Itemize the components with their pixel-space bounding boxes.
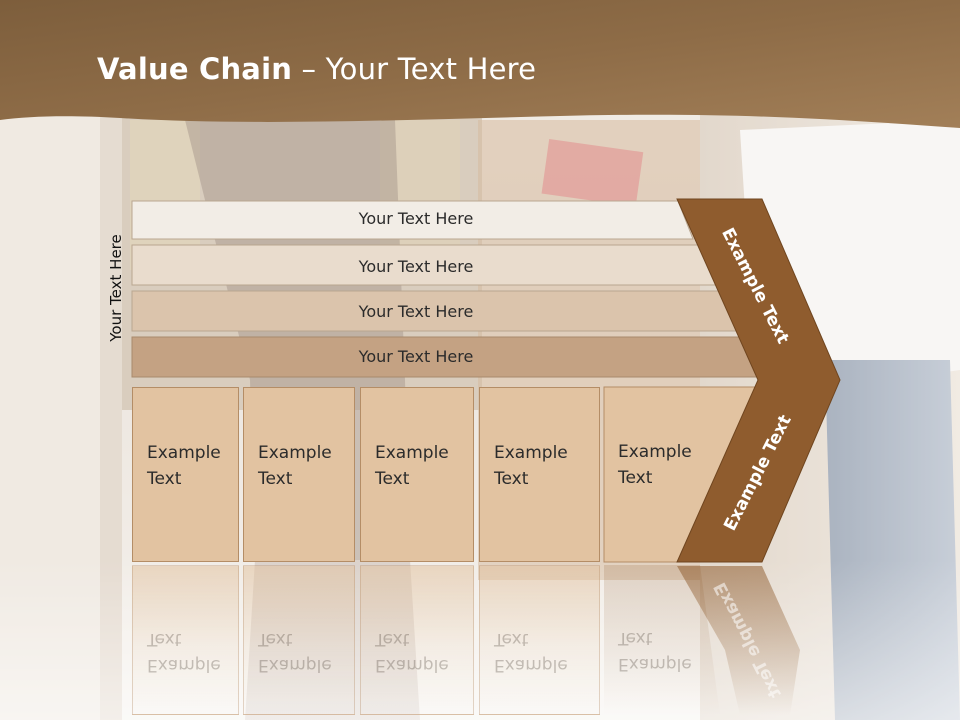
box-label: Example Text bbox=[618, 442, 692, 488]
box-reflection-4: Example Text bbox=[479, 565, 600, 715]
bar-label-1: Your Text Here bbox=[358, 209, 474, 228]
example-box-2: Example Text bbox=[243, 387, 355, 562]
reflection-label: Example Text bbox=[147, 629, 221, 675]
example-box-3: Example Text bbox=[360, 387, 474, 562]
bar-label-3: Your Text Here bbox=[358, 302, 474, 321]
reflection-label: Example Text bbox=[375, 629, 449, 675]
header-band bbox=[0, 0, 960, 128]
title-bold: Value Chain bbox=[97, 52, 293, 86]
box-reflection-5: Example Text bbox=[604, 565, 704, 715]
example-box-4: Example Text bbox=[479, 387, 600, 562]
box-reflection-1: Example Text bbox=[132, 565, 239, 715]
example-box-1: Example Text bbox=[132, 387, 239, 562]
box-reflection-3: Example Text bbox=[360, 565, 474, 715]
box-label: Example Text bbox=[258, 443, 332, 489]
bar-label-2: Your Text Here bbox=[358, 257, 474, 276]
title-rest: – Your Text Here bbox=[292, 52, 537, 86]
box-label: Example Text bbox=[494, 443, 568, 489]
example-box-5: Example Text bbox=[604, 387, 704, 562]
vertical-label: Your Text Here bbox=[107, 234, 125, 342]
slide-title: Value Chain – Your Text Here bbox=[97, 52, 536, 86]
reflection-label: Example Text bbox=[258, 629, 332, 675]
reflection-label: Example Text bbox=[618, 628, 692, 674]
box-reflection-2: Example Text bbox=[243, 565, 355, 715]
box-label: Example Text bbox=[147, 443, 221, 489]
reflection-label: Example Text bbox=[494, 629, 568, 675]
bar-label-4: Your Text Here bbox=[358, 347, 474, 366]
box-label: Example Text bbox=[375, 443, 449, 489]
